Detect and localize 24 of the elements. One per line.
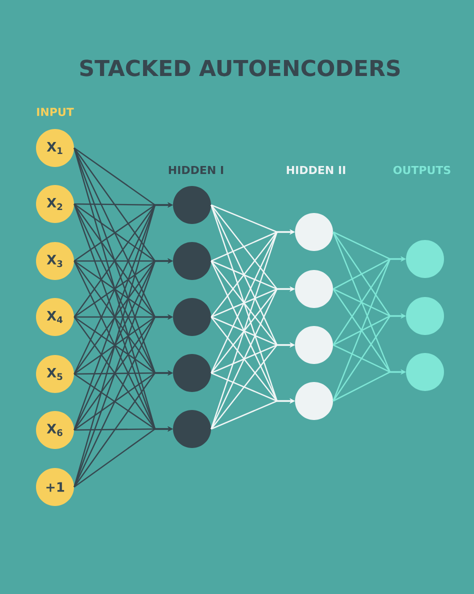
hidden-neuron: [173, 354, 211, 392]
hidden-neuron: [295, 270, 333, 308]
input-neuron: X$_{6}$: [36, 411, 74, 449]
output-neuron: [406, 353, 444, 391]
input-neuron: +1: [36, 468, 74, 506]
layer-label: OUTPUTS: [393, 166, 450, 174]
layer-label: HIDDEN II: [286, 166, 346, 174]
title: STACKED AUTOENCODERS: [80, 60, 400, 76]
input-neuron: X$_{4}$: [36, 298, 74, 336]
layer-label: HIDDEN I: [168, 166, 224, 174]
output-neuron: [406, 240, 444, 278]
hidden-neuron: [173, 298, 211, 336]
input-neuron: X$_{3}$: [36, 242, 74, 280]
output-neuron: [406, 297, 444, 335]
hidden-neuron: [295, 382, 333, 420]
input-neuron: X$_{5}$: [36, 355, 74, 393]
input-neuron: X$_{1}$: [36, 129, 74, 167]
hidden-neuron: [173, 242, 211, 280]
hidden-neuron: [295, 213, 333, 251]
layer-label: INPUT: [37, 108, 74, 116]
hidden-neuron: [173, 186, 211, 224]
input-neuron: X$_{2}$: [36, 185, 74, 223]
hidden-neuron: [173, 410, 211, 448]
hidden-neuron: [295, 326, 333, 364]
